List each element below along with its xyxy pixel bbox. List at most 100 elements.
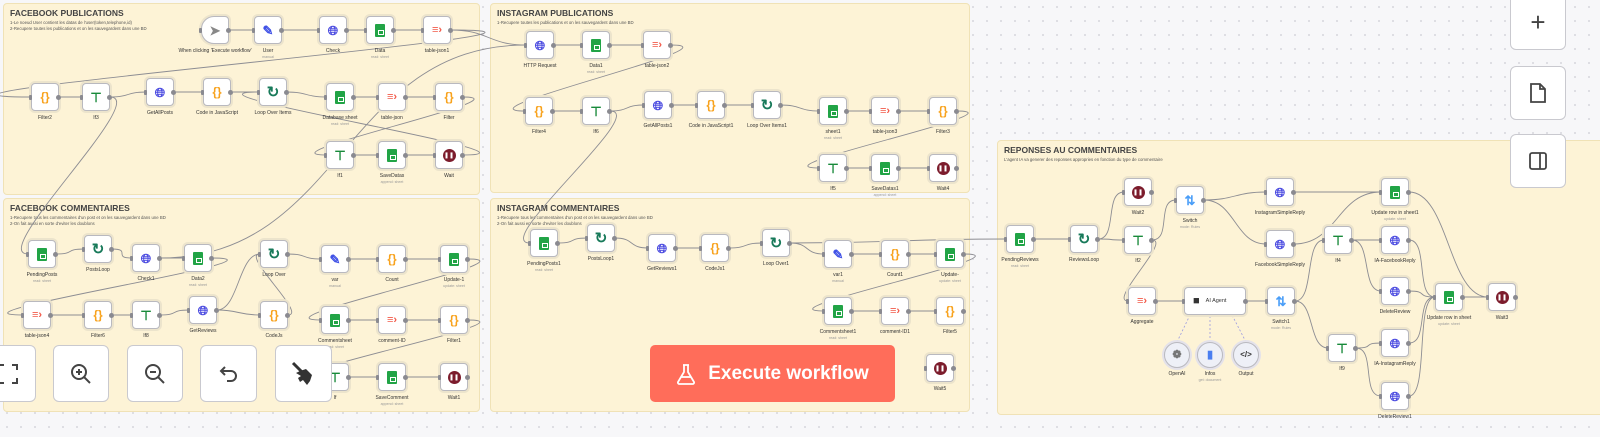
input-handle[interactable] [376,94,379,100]
node-wait5[interactable]: ❚❚Wait5 [924,354,956,392]
node-aggregate[interactable]: ≡›Aggregate [1126,287,1158,325]
output-handle[interactable] [460,94,465,100]
node-postsloop[interactable]: ↻PostsLoop [82,235,114,273]
output-handle[interactable] [157,255,162,261]
node-codejs1[interactable]: {}Code in JavaScript1 [689,91,733,129]
input-handle[interactable] [646,245,649,251]
node-filter[interactable]: {}Filter [433,83,465,121]
input-handle[interactable] [927,108,930,114]
output-handle[interactable] [1201,197,1206,203]
node-iaig[interactable]: 🌐︎IA-InstagramReply [1374,329,1416,367]
input-handle[interactable] [144,89,147,95]
input-handle[interactable] [1174,197,1177,203]
input-handle[interactable] [319,317,322,323]
output-handle[interactable] [403,256,408,262]
input-handle[interactable] [82,246,85,252]
output-handle[interactable] [1031,236,1036,242]
input-handle[interactable] [927,165,930,171]
output-handle[interactable] [1406,237,1411,243]
output-handle[interactable] [228,89,233,95]
output-handle[interactable] [1349,237,1354,243]
node-if8[interactable]: ⊤If8 [130,301,162,339]
input-handle[interactable] [1379,288,1382,294]
node-loopover[interactable]: ↻Loop Over [258,240,290,278]
output-handle[interactable] [612,235,617,241]
node-if4[interactable]: ⊤If4 [1322,226,1354,264]
node-codejs[interactable]: {}Code in JavaScript [196,78,238,116]
input-handle[interactable] [641,42,644,48]
output-handle[interactable] [344,27,349,33]
toggle-panel-button[interactable] [1510,134,1566,188]
output-handle[interactable] [351,94,356,100]
output-handle[interactable] [1406,340,1411,346]
node-count[interactable]: {}Count [376,245,408,283]
output-handle[interactable] [1291,189,1296,195]
node-if5[interactable]: ⊤If5 [817,154,849,192]
node-if1[interactable]: ⊤If1 [324,141,356,179]
node-filter2[interactable]: {}Filter2 [29,83,61,121]
tidy-up-button[interactable] [275,345,332,402]
output-handle[interactable] [209,255,214,261]
node-tablejson[interactable]: ≡›table-json [376,83,408,121]
output-handle[interactable] [403,317,408,323]
output-handle[interactable] [448,27,453,33]
node-trigger[interactable]: ➤When clicking 'Execute workflow' [178,16,252,54]
output-handle[interactable] [346,317,351,323]
input-handle[interactable] [1265,298,1268,304]
input-handle[interactable] [376,317,379,323]
output-handle[interactable] [1291,241,1296,247]
input-handle[interactable] [751,102,754,108]
output-handle[interactable] [607,108,612,114]
input-handle[interactable] [433,152,436,158]
output-handle[interactable] [1460,294,1465,300]
input-handle[interactable] [1379,237,1382,243]
input-handle[interactable] [376,152,379,158]
node-reviewsloop[interactable]: ↻ReviewsLoop [1068,225,1100,263]
node-igsimple[interactable]: 🌐︎InstagramSimpleReply [1255,178,1305,216]
node-deletereview[interactable]: 🌐︎DeleteReview [1379,277,1411,315]
input-handle[interactable] [869,165,872,171]
input-handle[interactable] [879,308,882,314]
output-handle[interactable] [669,102,674,108]
output-handle[interactable] [214,307,219,313]
input-handle[interactable] [934,251,937,257]
input-handle[interactable] [642,102,645,108]
input-handle[interactable] [182,255,185,261]
input-handle[interactable] [29,94,32,100]
node-codejsn[interactable]: {}CodeJs [258,301,290,339]
node-update[interactable]: Update-update: sheet [934,240,966,283]
output-handle[interactable] [954,108,959,114]
node-wait4[interactable]: ❚❚Wait4 [927,154,959,192]
input-handle[interactable] [528,240,531,246]
node-tablejson2[interactable]: ≡›table-json2 [641,31,673,69]
output-handle[interactable] [285,251,290,257]
output-handle[interactable] [961,251,966,257]
input-handle[interactable] [82,312,85,318]
node-if2[interactable]: ⊤If2 [1122,226,1154,264]
node-getallposts1[interactable]: 🌐︎GetAllPosts1 [642,91,674,129]
node-count1[interactable]: {}Count1 [879,240,911,278]
output-handle[interactable] [346,374,351,380]
output-handle[interactable] [550,108,555,114]
input-handle[interactable] [1379,393,1382,399]
output-handle[interactable] [954,165,959,171]
node-filter6[interactable]: {}Filter6 [82,301,114,339]
output-handle[interactable] [1149,237,1154,243]
input-handle[interactable] [1486,294,1489,300]
output-handle[interactable] [668,42,673,48]
zoom-in-button[interactable] [53,345,109,402]
output-handle[interactable] [157,312,162,318]
output-handle[interactable] [109,312,114,318]
node-wait[interactable]: ❚❚Wait [433,141,465,179]
input-handle[interactable] [524,42,527,48]
output-handle[interactable] [279,27,284,33]
